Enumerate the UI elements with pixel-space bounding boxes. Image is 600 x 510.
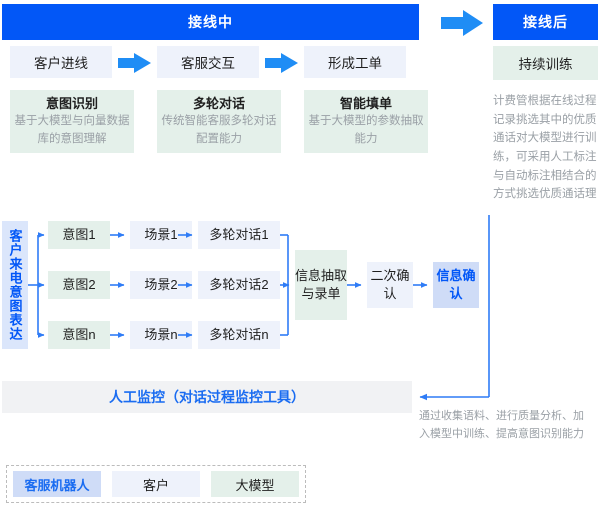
stage-box-3: 形成工单 [304, 46, 406, 78]
capability-card-3: 智能填单 基于大模型的参数抽取能力 [304, 90, 428, 153]
header-after-call: 接线后 [493, 4, 598, 40]
capability-title: 智能填单 [339, 95, 392, 111]
capability-title: 多轮对话 [192, 95, 245, 111]
node-scene-n: 场景n [130, 321, 192, 349]
capability-card-1: 意图识别 基于大模型与向量数据库的意图理解 [10, 90, 134, 153]
fat-right-arrow-icon [265, 53, 298, 73]
capability-title: 意图识别 [45, 95, 98, 111]
node-dialog-1: 多轮对话1 [198, 221, 280, 249]
node-dialog-2: 多轮对话2 [198, 271, 280, 299]
capability-desc: 基于大模型的参数抽取能力 [308, 115, 424, 146]
node-scene-1: 场景1 [130, 221, 192, 249]
node-intent-2: 意图2 [48, 271, 110, 299]
capability-desc: 传统智能客服多轮对话配置能力 [161, 115, 277, 146]
node-info-confirm: 信息确认 [433, 262, 479, 308]
node-intent-n: 意图n [48, 321, 110, 349]
node-scene-2: 场景2 [130, 271, 192, 299]
after-call-box: 持续训练 [493, 46, 598, 80]
monitor-bar: 人工监控（对话过程监控工具） [2, 381, 412, 413]
fat-right-arrow-icon [441, 10, 483, 36]
legend-item-llm: 大模型 [211, 471, 299, 497]
capability-desc: 基于大模型与向量数据库的意图理解 [14, 115, 130, 146]
stage-box-2: 客服交互 [157, 46, 259, 78]
legend-item-bot: 客服机器人 [13, 471, 101, 497]
node-extract-record: 信息抽取与录单 [295, 250, 347, 320]
node-intent-1: 意图1 [48, 221, 110, 249]
fat-right-arrow-icon [118, 53, 151, 73]
header-during-call: 接线中 [2, 4, 419, 40]
stage-box-1: 客户进线 [10, 46, 112, 78]
legend-item-customer: 客户 [112, 471, 200, 497]
after-call-paragraph: 计费管根据在线过程记录挑选其中的优质通话对大模型进行训练，可采用人工标注与自动标… [493, 95, 597, 201]
feedback-note: 通过收集语料、进行质量分析、加入模型中训练、提高意图识别能力 [419, 410, 584, 440]
flow-entry-label: 客户来电意图表达 [2, 221, 28, 349]
capability-card-2: 多轮对话 传统智能客服多轮对话配置能力 [157, 90, 281, 153]
node-second-confirm: 二次确认 [367, 262, 413, 308]
legend: 客服机器人 客户 大模型 [6, 465, 306, 503]
node-dialog-n: 多轮对话n [198, 321, 280, 349]
